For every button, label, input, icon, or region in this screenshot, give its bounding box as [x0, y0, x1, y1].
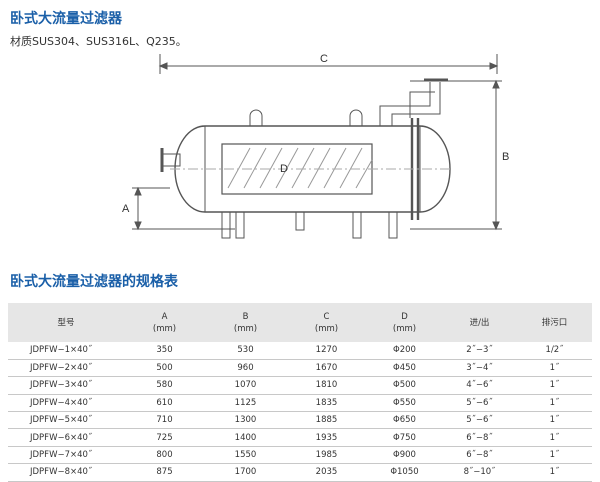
dim-label-a: A: [122, 203, 130, 215]
table-header-row: 型号 A(mm) B(mm) C(mm) D(mm) 进/出 排污口: [8, 303, 592, 342]
cell-d: Φ900: [367, 446, 442, 465]
cell-d: Φ550: [367, 394, 442, 413]
dim-label-b: B: [502, 151, 509, 163]
cell-model: JDPFW−4×40˝: [8, 394, 124, 413]
dim-arrow: [492, 79, 500, 231]
inlet-pipe: [161, 153, 181, 167]
cell-b: 1400: [205, 428, 286, 447]
cell-a: 875: [124, 463, 205, 482]
dim-label-c: C: [320, 53, 328, 65]
support-leg: [388, 211, 398, 239]
cell-inlet-outlet: 5˝−6˝: [442, 411, 517, 430]
header-c: C(mm): [314, 311, 339, 334]
cell-c: 2035: [286, 463, 367, 482]
header-a: A(mm): [152, 311, 177, 334]
cell-model: JDPFW−1×40˝: [8, 342, 124, 360]
cell-model: JDPFW−3×40˝: [8, 376, 124, 395]
dim-arrow: [158, 62, 499, 70]
support-leg: [352, 211, 362, 239]
cell-b: 530: [205, 342, 286, 360]
lifting-lug: [349, 109, 363, 126]
cell-inlet-outlet: 4˝−6˝: [442, 376, 517, 395]
cell-inlet-outlet: 6˝−8˝: [442, 428, 517, 447]
cell-model: JDPFW−5×40˝: [8, 411, 124, 430]
cell-b: 1700: [205, 463, 286, 482]
support-leg: [235, 211, 245, 239]
filter-drawing: C B A D: [122, 53, 509, 239]
page-title: 卧式大流量过滤器: [10, 11, 122, 27]
cell-a: 350: [124, 342, 205, 360]
cell-model: JDPFW−8×40˝: [8, 463, 124, 482]
cell-c: 1985: [286, 446, 367, 465]
cell-a: 610: [124, 394, 205, 413]
cell-b: 1125: [205, 394, 286, 413]
spec-table: 型号 A(mm) B(mm) C(mm) D(mm) 进/出 排污口 JDPFW…: [8, 303, 592, 482]
cell-c: 1835: [286, 394, 367, 413]
dim-label-d: D: [280, 163, 288, 175]
cell-a: 800: [124, 446, 205, 465]
cell-a: 710: [124, 411, 205, 430]
cell-b: 1070: [205, 376, 286, 395]
dim-arrow: [134, 186, 142, 231]
cell-drain: 1˝: [517, 394, 592, 413]
cell-d: Φ1050: [367, 463, 442, 482]
cell-drain: 1˝: [517, 446, 592, 465]
cell-d: Φ450: [367, 359, 442, 378]
davit-arm: [409, 91, 435, 118]
cell-a: 580: [124, 376, 205, 395]
drain-port: [295, 211, 305, 231]
header-drain: 排污口: [541, 317, 568, 328]
cell-c: 1270: [286, 342, 367, 360]
support-leg: [221, 211, 231, 239]
filter-hatch: [227, 147, 373, 189]
cell-inlet-outlet: 5˝−6˝: [442, 394, 517, 413]
cell-drain: 1/2˝: [517, 342, 592, 360]
cell-inlet-outlet: 6˝−8˝: [442, 446, 517, 465]
material-text: 材质SUS304、SUS316L、Q235。: [10, 35, 187, 48]
cell-drain: 1˝: [517, 428, 592, 447]
cell-model: JDPFW−2×40˝: [8, 359, 124, 378]
outlet-pipe: [379, 82, 431, 126]
cell-c: 1810: [286, 376, 367, 395]
cell-d: Φ500: [367, 376, 442, 395]
cell-b: 1300: [205, 411, 286, 430]
cell-d: Φ750: [367, 428, 442, 447]
spec-table-title: 卧式大流量过滤器的规格表: [10, 274, 178, 290]
cell-c: 1670: [286, 359, 367, 378]
cell-inlet-outlet: 3˝−4˝: [442, 359, 517, 378]
lifting-lug: [249, 109, 263, 126]
header-b: B(mm): [233, 311, 258, 334]
cell-c: 1885: [286, 411, 367, 430]
cell-drain: 1˝: [517, 376, 592, 395]
outlet-pipe: [391, 82, 441, 126]
cell-inlet-outlet: 2˝−3˝: [442, 342, 517, 360]
cell-model: JDPFW−7×40˝: [8, 446, 124, 465]
cell-model: JDPFW−6×40˝: [8, 428, 124, 447]
cell-drain: 1˝: [517, 463, 592, 482]
cell-d: Φ200: [367, 342, 442, 360]
cell-a: 500: [124, 359, 205, 378]
cell-b: 960: [205, 359, 286, 378]
header-d: D(mm): [392, 311, 417, 334]
cell-a: 725: [124, 428, 205, 447]
cell-b: 1550: [205, 446, 286, 465]
cell-drain: 1˝: [517, 411, 592, 430]
cell-c: 1935: [286, 428, 367, 447]
header-inlet-outlet: 进/出: [469, 317, 490, 328]
cell-drain: 1˝: [517, 359, 592, 378]
header-model: 型号: [57, 317, 75, 328]
cell-inlet-outlet: 8˝−10˝: [442, 463, 517, 482]
cell-d: Φ650: [367, 411, 442, 430]
